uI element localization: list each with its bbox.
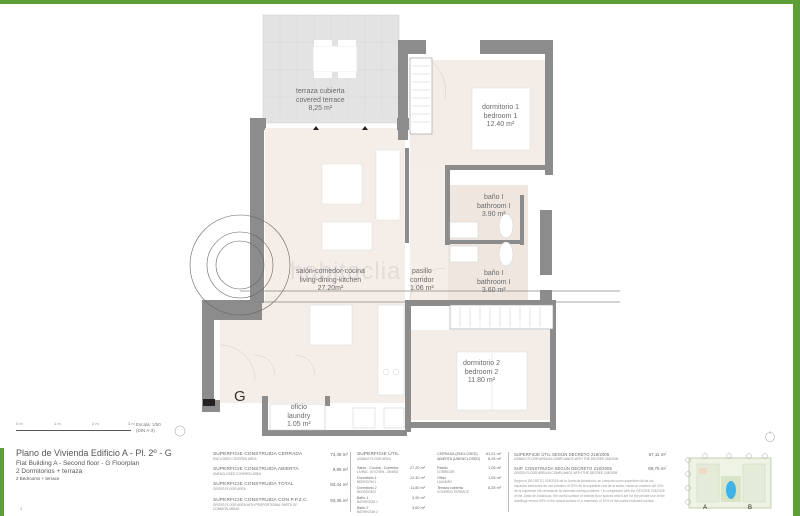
top-accent-bar bbox=[0, 0, 800, 4]
site-keymap: A B bbox=[685, 453, 772, 511]
decree-block: SUPERFICIE ÚTIL SEGÚN DECRETO 218/2005 U… bbox=[514, 452, 666, 514]
usable-row: PasilloCorridor 1,06 m² bbox=[437, 466, 501, 474]
usable-area-table-2: CERRADA (ENCLOSED)61,01 m² ABIERTA (UNEN… bbox=[437, 452, 501, 512]
usable-row: Dormitorio 1Bedroom 1 12,40 m² bbox=[357, 476, 425, 484]
decree-useful: SUPERFICIE ÚTIL SEGÚN DECRETO 218/2005 U… bbox=[514, 452, 666, 461]
title-block: Plano de Vivienda Edificio A - Pl. 2º - … bbox=[16, 448, 206, 482]
decree-built: SUP. CONSTRUIDA SEGÚN DECRETO 218/2005 G… bbox=[514, 466, 666, 475]
right-accent-bar bbox=[793, 0, 800, 516]
usable-row: CERRADA (ENCLOSED)61,01 m² bbox=[437, 452, 501, 456]
subtitle-en: 2 Bedrooms + terrace bbox=[16, 476, 60, 481]
scale-label: Escala: 1/50(DIN A-3) bbox=[136, 422, 161, 433]
usable-row: Baño 2Bathroom 2 3,60 m² bbox=[357, 506, 425, 514]
svg-text:B: B bbox=[748, 505, 752, 511]
compass-icon bbox=[174, 425, 186, 437]
usable-row: OficioLaundry 1,05 m² bbox=[437, 476, 501, 484]
scale-tick: 2 m bbox=[92, 421, 99, 426]
usable-row: Baño 1Bathroom 1 3,90 m² bbox=[357, 496, 425, 504]
page-number: 1 bbox=[20, 506, 23, 511]
entrance-letter: G bbox=[234, 388, 246, 405]
usable-row: ABIERTA (UNENCLOSED)8,25 m² bbox=[437, 457, 501, 461]
title-en: Flat Building A - Second floor - G Floor… bbox=[16, 460, 140, 467]
floor-plan bbox=[189, 14, 620, 436]
divider bbox=[508, 452, 509, 512]
scale-tick: 1 m bbox=[54, 421, 61, 426]
north-arrow-icon bbox=[765, 431, 775, 442]
usable-row: Salón - Cocina - ComedorLiving - Kitchen… bbox=[357, 466, 425, 474]
left-accent-bar bbox=[0, 448, 4, 516]
usable-area-table: SUPERFICIE ÚTIL USABLE FLOOR AREA Salón … bbox=[357, 452, 425, 514]
watermark: habitaclia bbox=[290, 258, 402, 285]
svg-text:A: A bbox=[703, 505, 707, 511]
decree-note: Según el DECRETO 218/2005 de la Junta de… bbox=[514, 479, 665, 503]
scale-bar: 0 m 1 m 2 m 3 m Escala: 1/50(DIN A-3) bbox=[16, 421, 216, 441]
scale-tick: 0 m bbox=[16, 421, 23, 426]
divider bbox=[350, 452, 351, 512]
built-area-row: SUPERFICIE CONSTRUIDA CON P.P.Z.C.GROSS … bbox=[213, 498, 348, 511]
scale-tick: 3 m bbox=[128, 421, 135, 426]
title-es: Plano de Vivienda Edificio A - Pl. 2º - … bbox=[16, 448, 172, 458]
scale-line bbox=[16, 430, 131, 431]
usable-row: Terraza cubiertaCovered terrace 8,25 m² bbox=[437, 486, 501, 494]
subtitle-es: 2 Dormitorios + terraza bbox=[16, 468, 83, 475]
